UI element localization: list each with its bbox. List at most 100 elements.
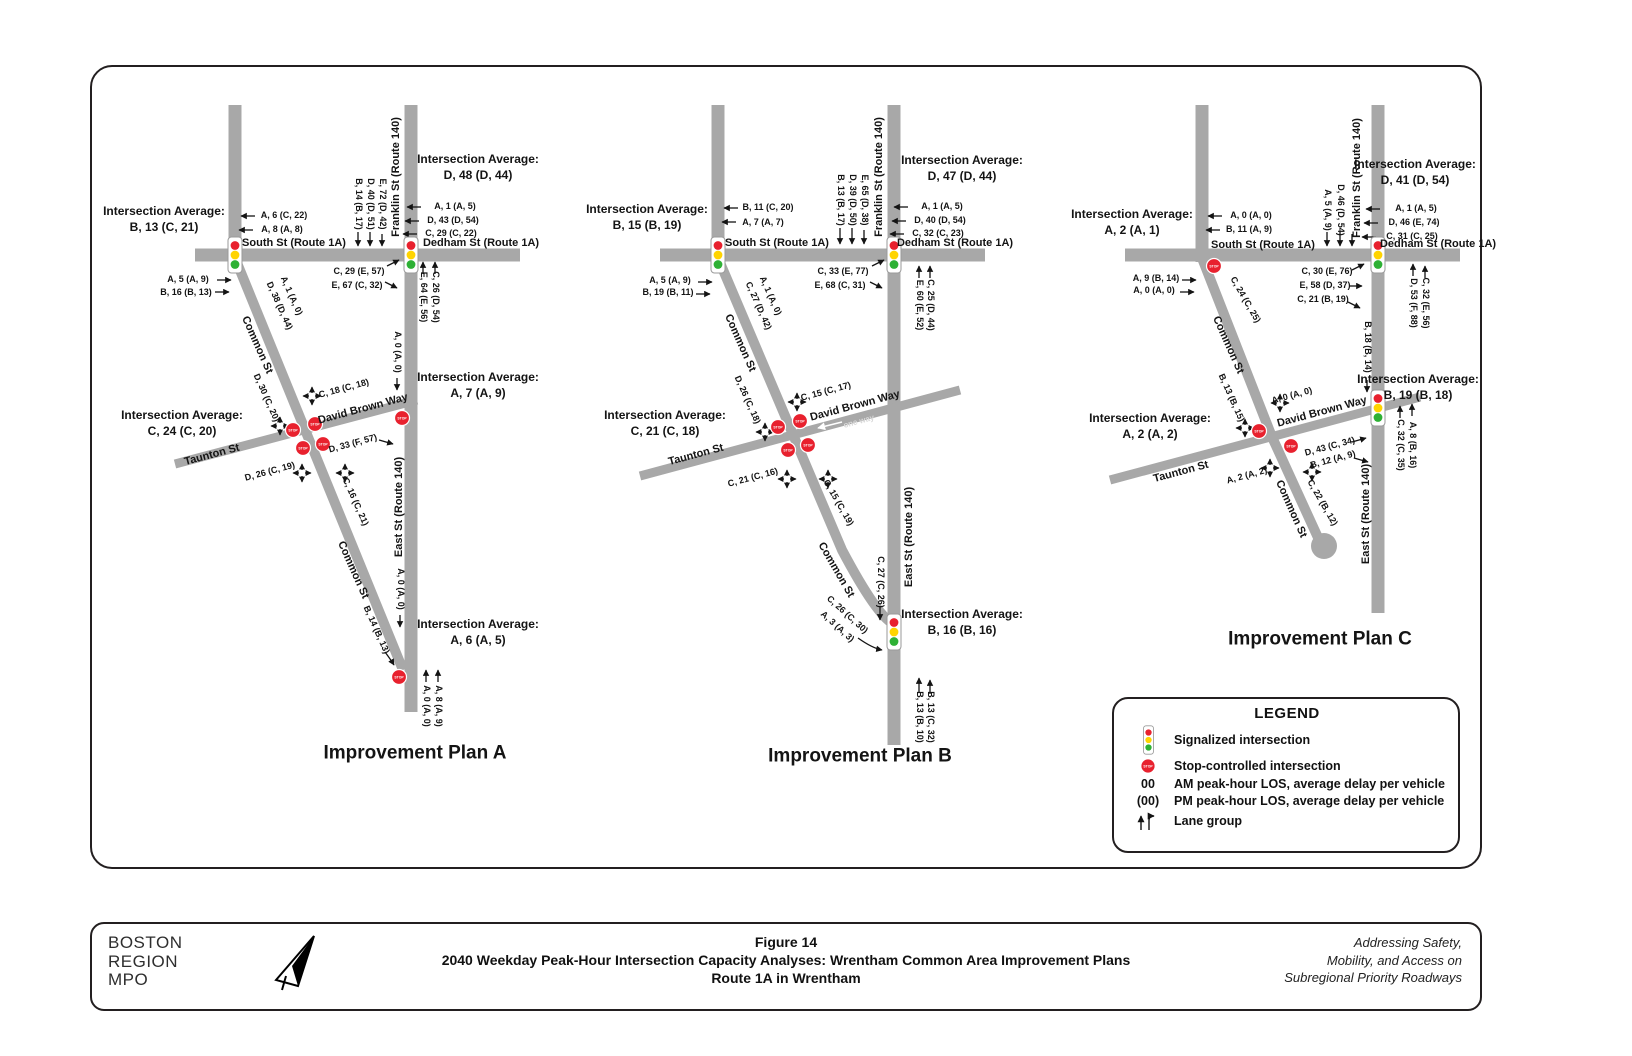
- plan-a: South St (Route 1A) Dedham St (Route 1A)…: [95, 70, 560, 815]
- svg-text:STOP: STOP: [1143, 764, 1153, 768]
- los-label: A, 8 (B, 16): [1407, 421, 1418, 469]
- intersection-average: Intersection Average:B, 19 (B, 18): [1357, 371, 1479, 402]
- los-label: C, 32 (C, 35): [1395, 419, 1406, 471]
- los-label: C, 32 (E, 56): [1420, 277, 1431, 329]
- road-taunton-davidbrown: [1108, 392, 1422, 485]
- street-label-south: South St (Route 1A): [725, 236, 829, 249]
- am-los-symbol: 00: [1141, 777, 1155, 791]
- paper-plane-icon: [270, 932, 322, 997]
- los-label: B, 14 (B, 17): [353, 178, 364, 230]
- intersection-average: Intersection Average:D, 41 (D, 54): [1354, 156, 1476, 187]
- legend-row-lane-group: Lane group: [1130, 811, 1444, 831]
- legend-row-am: 00 AM peak-hour LOS, average delay per v…: [1130, 777, 1445, 791]
- los-label: D, 53 (F, 88): [1408, 278, 1419, 328]
- intersection-average: Intersection Average:D, 48 (D, 44): [417, 151, 539, 182]
- intersection-average: Intersection Average:B, 13 (C, 21): [103, 203, 225, 234]
- los-label: D, 40 (D, 54): [914, 215, 966, 226]
- los-label: A, 9 (B, 14): [1132, 273, 1180, 284]
- los-label: A, 6 (C, 22): [260, 210, 308, 221]
- los-label: C, 21 (B, 19): [1297, 294, 1349, 305]
- program-tagline: Addressing Safety, Mobility, and Access …: [1284, 935, 1462, 986]
- intersection-average: Intersection Average:A, 6 (A, 5): [417, 616, 539, 647]
- intersection-average: Intersection Average:A, 7 (A, 9): [417, 369, 539, 400]
- intersection-average: Intersection Average:B, 16 (B, 16): [901, 606, 1023, 637]
- los-label: B, 16 (B, 13): [160, 287, 212, 298]
- legend-title: LEGEND: [1254, 705, 1320, 722]
- los-label: A, 8 (A, 9): [433, 685, 444, 727]
- street-label-dedham: Dedham St (Route 1A): [1379, 237, 1497, 250]
- los-label: E, 58 (D, 37): [1299, 280, 1351, 291]
- intersection-average: Intersection Average:D, 47 (D, 44): [901, 152, 1023, 183]
- los-label: E, 67 (C, 32): [331, 280, 383, 291]
- street-label-south: South St (Route 1A): [1211, 238, 1315, 251]
- los-label: C, 31 (C, 25): [1386, 231, 1438, 242]
- plan-b: South St (Route 1A) Dedham St (Route 1A)…: [560, 70, 1025, 815]
- los-label: C, 26 (D, 54): [430, 271, 441, 323]
- plan-title: Improvement Plan B: [768, 745, 952, 767]
- lane-group-arrows: [215, 203, 442, 682]
- street-label-south: South St (Route 1A): [242, 236, 346, 249]
- los-label: B, 13 (C, 32): [925, 691, 936, 743]
- one-way-arrow: [817, 421, 843, 431]
- legend-row-signalized: Signalized intersection: [1130, 725, 1444, 755]
- los-label: A, 0 (A, 0): [392, 331, 403, 373]
- los-label: B, 13 (B, 10): [914, 691, 925, 743]
- boston-region-mpo-logo-text: BOSTON REGION MPO: [108, 933, 183, 990]
- cul-de-sac: [1311, 533, 1337, 559]
- los-label: A, 8 (A, 8): [261, 224, 303, 235]
- los-label: C, 25 (D, 44): [925, 279, 936, 331]
- legend: LEGEND Signalized intersection STOP Stop…: [1112, 697, 1460, 853]
- los-label: A, 0 (A, 0): [1133, 285, 1175, 296]
- intersection-average: Intersection Average:A, 2 (A, 2): [1089, 410, 1211, 441]
- los-label: D, 46 (D, 54): [1335, 184, 1346, 236]
- los-label: B, 13 (B, 17): [835, 174, 846, 226]
- intersection-average: Intersection Average:C, 24 (C, 20): [121, 407, 243, 438]
- los-label: A, 1 (A, 5): [434, 201, 476, 212]
- los-label: D, 43 (D, 54): [427, 215, 479, 226]
- los-label: E, 68 (C, 31): [814, 280, 866, 291]
- los-label: A, 5 (A, 9): [1322, 189, 1333, 231]
- los-label: A, 1 (A, 5): [1395, 203, 1437, 214]
- intersection-average: Intersection Average:A, 2 (A, 1): [1071, 206, 1193, 237]
- los-label: D, 39 (D, 50): [847, 174, 858, 226]
- los-label: B, 11 (A, 9): [1225, 224, 1273, 235]
- footer: BOSTON REGION MPO Figure 14 2040 Weekday…: [90, 922, 1482, 1011]
- street-label-dedham: Dedham St (Route 1A): [896, 236, 1014, 249]
- los-label: A, 7 (A, 7): [742, 217, 784, 228]
- road-common: [230, 256, 408, 672]
- los-label: B, 18 (B, 14): [1362, 321, 1373, 373]
- los-label: A, 5 (A, 9): [167, 274, 209, 285]
- street-label-east: East St (Route 140): [902, 486, 915, 588]
- legend-row-pm: (00) PM peak-hour LOS, average delay per…: [1130, 794, 1444, 808]
- legend-row-stop: STOP Stop-controlled intersection: [1130, 758, 1444, 774]
- los-label: B, 19 (B, 11): [642, 287, 694, 298]
- plan-a-map: [173, 105, 520, 712]
- los-label: E, 65 (D, 38): [859, 174, 870, 226]
- plan-b-map: [638, 105, 985, 745]
- street-label-east: East St (Route 140): [392, 456, 405, 558]
- los-label: D, 40 (D, 51): [365, 178, 376, 230]
- los-label: C, 27 (C, 26): [875, 556, 886, 608]
- plan-title: Improvement Plan C: [1228, 628, 1412, 650]
- los-label: C, 29 (E, 57): [333, 266, 385, 277]
- los-label: B, 11 (C, 20): [742, 202, 794, 213]
- street-label-franklin: Franklin St (Route 140): [872, 117, 885, 237]
- los-label: C, 33 (E, 77): [817, 266, 869, 277]
- plan-title: Improvement Plan A: [323, 742, 507, 764]
- los-label: C, 29 (C, 22): [425, 228, 477, 239]
- los-label: C, 30 (E, 76): [1301, 266, 1353, 277]
- figure-title: Figure 14 2040 Weekday Peak-Hour Interse…: [441, 934, 1131, 987]
- plan-c: South St (Route 1A) Dedham St (Route 1A)…: [1030, 70, 1497, 815]
- intersection-average: Intersection Average:C, 21 (C, 18): [604, 407, 726, 438]
- road-taunton-davidbrown: [638, 385, 962, 481]
- los-label: D, 46 (E, 74): [1388, 217, 1440, 228]
- lane-group-arrows: [696, 203, 934, 694]
- los-label: A, 5 (A, 9): [649, 275, 691, 286]
- los-label: E, 64 (E, 56): [418, 271, 429, 323]
- los-label: A, 0 (A, 0): [395, 568, 406, 610]
- los-label: C, 32 (C, 23): [912, 228, 964, 239]
- los-label: A, 0 (A, 0): [421, 685, 432, 727]
- los-label: A, 1 (A, 5): [921, 201, 963, 212]
- lane-group-arrows: [1180, 205, 1429, 464]
